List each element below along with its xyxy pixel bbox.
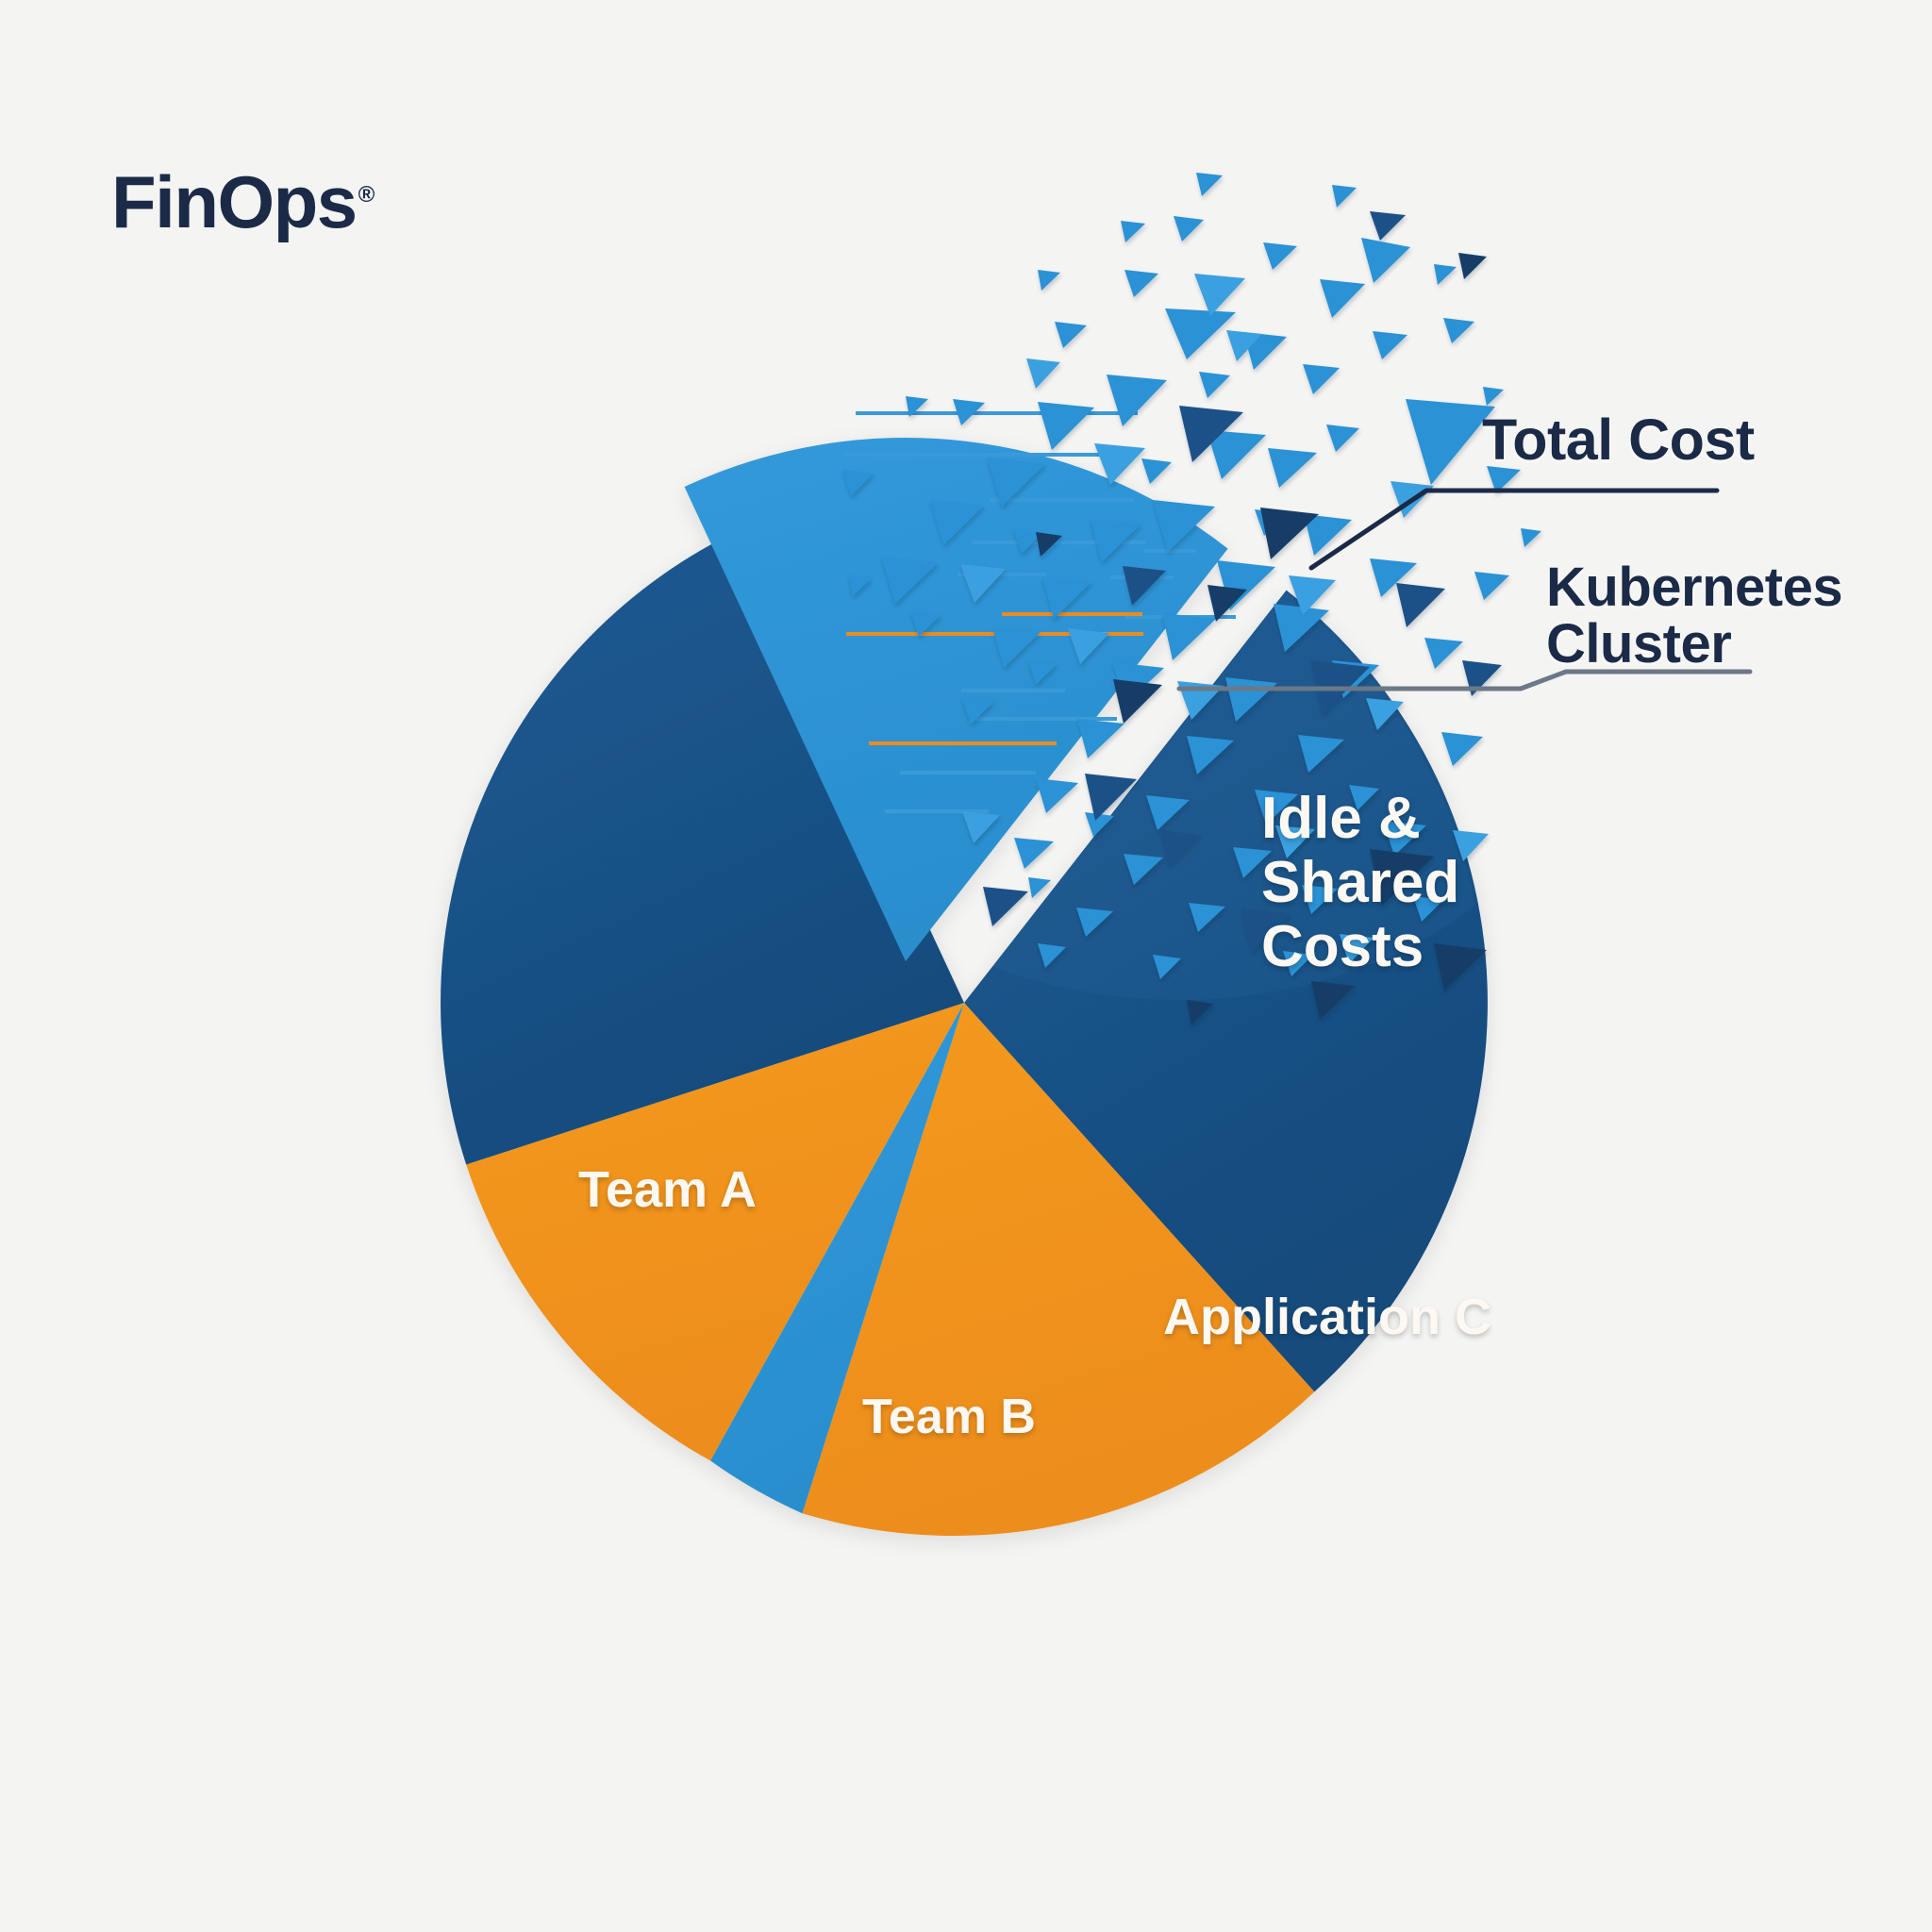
pie-slices bbox=[441, 438, 1488, 1537]
finops-wordmark: FinOps bbox=[111, 160, 358, 243]
leader-line-total-cost bbox=[1308, 488, 1720, 571]
pie-slice-team-a[interactable] bbox=[441, 528, 965, 1165]
pie-slice-application-c[interactable] bbox=[802, 1003, 1315, 1537]
pie-slice-blue-sliver[interactable] bbox=[710, 1003, 964, 1514]
fragment-triangles bbox=[842, 173, 1541, 1024]
slice-label-team-b: Team B bbox=[862, 1390, 1036, 1444]
finops-logo: FinOps® bbox=[111, 165, 375, 239]
callout-kubernetes-cluster: Kubernetes Cluster bbox=[1546, 557, 1843, 675]
slice-label-idle-shared-costs: Idle & Shared Costs bbox=[1261, 786, 1460, 980]
slice-label-application-c: Application C bbox=[1163, 1289, 1491, 1345]
leader-lines bbox=[1176, 488, 1753, 691]
pie-slice-exploded-unallocated[interactable] bbox=[684, 438, 1228, 962]
slice-label-team-a: Team A bbox=[578, 1161, 758, 1218]
callout-total-cost: Total Cost bbox=[1482, 408, 1755, 472]
registered-trademark-icon: ® bbox=[358, 182, 375, 208]
leader-line-kubernetes-cluster bbox=[1176, 669, 1753, 691]
pie-slice-team-b[interactable] bbox=[466, 1003, 964, 1461]
